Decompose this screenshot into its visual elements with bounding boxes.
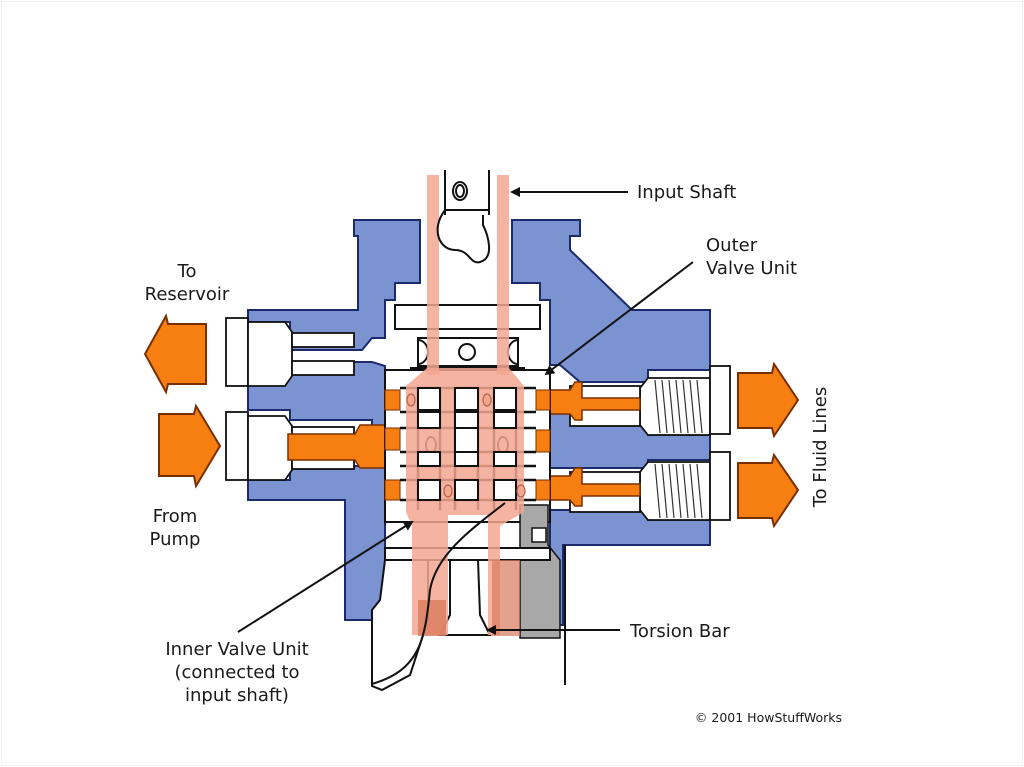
outlet-fluid-channel-1	[539, 381, 641, 421]
leader-inner-valve-curve	[371, 502, 506, 685]
label-outer-valve-1: Outer	[706, 235, 758, 256]
inner-valve-slots	[417, 387, 517, 501]
label-outer-valve-2: Valve Unit	[706, 258, 797, 279]
valve-oring	[406, 393, 416, 407]
input-shaft	[436, 170, 490, 264]
label-input-shaft: Input Shaft	[637, 182, 736, 203]
label-from-pump-1: From	[153, 506, 198, 527]
inner-valve-leg	[492, 560, 520, 636]
inner-valve-leg	[418, 600, 446, 636]
leader-inner-valve	[237, 520, 414, 633]
arrow-to-fluid-line-2	[737, 452, 800, 529]
label-inner-valve-2: (connected to	[174, 662, 299, 683]
torsion-bar	[519, 504, 561, 639]
label-inner-valve-1: Inner Valve Unit	[165, 639, 308, 660]
arrow-to-reservoir	[143, 313, 207, 395]
valve-oring	[482, 393, 492, 407]
outlet-fluid-channel-2	[539, 467, 641, 507]
valve-oring	[516, 484, 526, 498]
copyright-notice: © 2001 HowStuffWorks	[695, 710, 842, 725]
label-to-reservoir-2: Reservoir	[145, 284, 230, 305]
torsion-pin	[531, 527, 547, 543]
label-to-fluid-lines: To Fluid Lines	[810, 387, 831, 508]
arrow-from-pump	[158, 403, 222, 489]
valve-fluid-ports	[384, 389, 551, 501]
label-torsion-bar: Torsion Bar	[629, 621, 730, 642]
label-inner-valve-3: input shaft)	[185, 685, 289, 706]
label-to-reservoir-1: To	[177, 261, 197, 282]
valve-oring	[443, 484, 453, 498]
arrow-to-fluid-line-1	[737, 361, 800, 439]
label-from-pump-2: Pump	[150, 529, 201, 550]
leader-outer-valve	[544, 261, 694, 376]
thread-lines	[654, 379, 703, 519]
